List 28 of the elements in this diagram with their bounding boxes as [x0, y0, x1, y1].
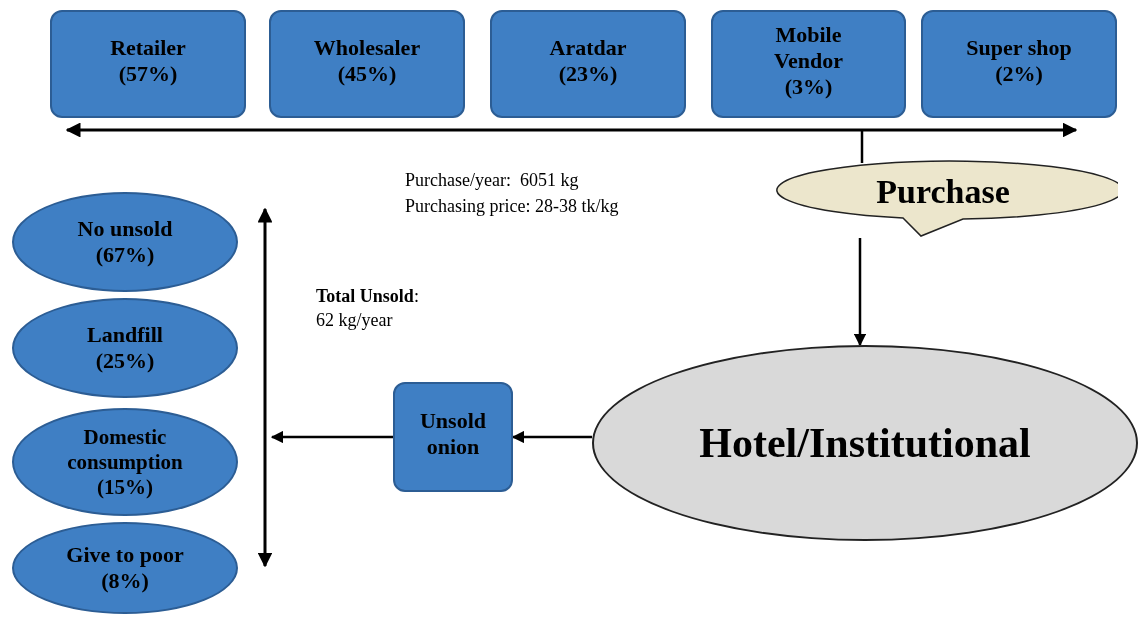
double-arrow	[66, 123, 1077, 137]
node-label: Super shop (2%)	[965, 35, 1073, 87]
annotation-text: Total Unsold:	[316, 286, 419, 307]
process-box	[393, 382, 513, 492]
process-box	[921, 10, 1117, 118]
node-label: Domestic consumption (15%)	[66, 424, 184, 500]
node-label: Aratdar (23%)	[548, 35, 628, 87]
annotation-text: Purchasing price: 28-38 tk/kg	[405, 196, 619, 217]
node-label: Mobile Vendor (3%)	[773, 22, 844, 100]
process-box	[490, 10, 686, 118]
arrow	[511, 430, 592, 444]
arrow	[853, 238, 867, 347]
node-label: Hotel/Institutional	[699, 419, 1031, 467]
double-arrow	[258, 208, 272, 567]
arrow	[270, 430, 393, 444]
process-box	[711, 10, 906, 118]
process-box	[269, 10, 465, 118]
node-label: Purchase	[876, 173, 1010, 211]
node-label: Landfill (25%)	[86, 322, 164, 374]
node-label: Wholesaler (45%)	[312, 35, 422, 87]
node-label: No unsold (67%)	[76, 216, 174, 268]
connector-line	[860, 130, 864, 163]
node-label: Give to poor (8%)	[65, 542, 185, 594]
annotation-text: Purchase/year: 6051 kg	[405, 170, 579, 191]
annotation-text: 62 kg/year	[316, 310, 393, 331]
process-box	[50, 10, 246, 118]
node-label: Retailer (57%)	[109, 35, 187, 87]
node-label: Unsold onion	[420, 408, 487, 460]
